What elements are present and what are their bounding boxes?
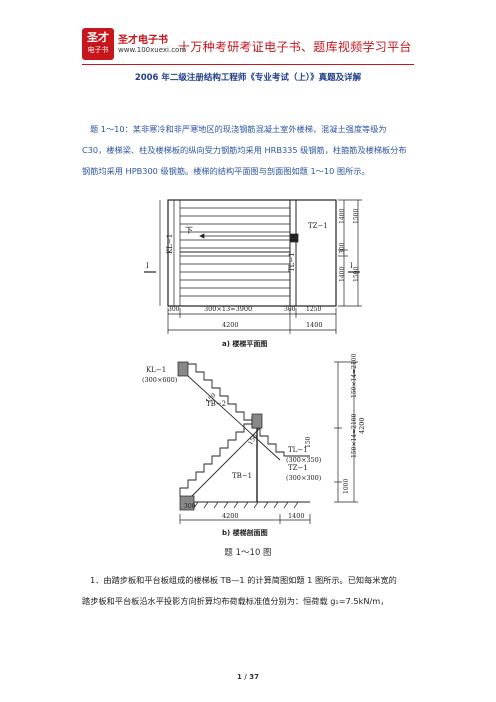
stair-plan-figure: 下 KL−1 TL−1 TZ−1 I I 300 300×13=3900 300… xyxy=(144,199,362,334)
svg-text:150: 150 xyxy=(247,433,259,447)
lower-flight xyxy=(179,416,253,496)
plan-down-label: 下 xyxy=(185,226,193,235)
tz-column xyxy=(289,233,299,243)
svg-text:150×14=2100: 150×14=2100 xyxy=(351,413,358,458)
brand-name: 圣才电子书 xyxy=(118,35,168,46)
tb2-label: TB−2 xyxy=(206,400,226,408)
svg-text:(300×350): (300×350) xyxy=(286,456,322,464)
svg-text:1400: 1400 xyxy=(339,209,346,224)
question-1: 1．由踏步板和平台板组成的楼梯板 TB—1 的计算简图如题 1 图所示。已知每米… xyxy=(82,575,397,606)
svg-text:4200: 4200 xyxy=(358,417,366,434)
tb1-label: TB−1 xyxy=(232,472,252,480)
svg-text:300: 300 xyxy=(284,306,296,313)
plan-outline xyxy=(167,199,337,307)
svg-text:1500: 1500 xyxy=(353,209,360,224)
stair-section-figure: KL−1 (300×600) 150 TB−2 150 TL−1 (300×35… xyxy=(142,353,366,524)
intro-line-3: 钢筋均采用 HPB300 级钢筋。楼梯的结构平面图与剖面图如题 1～10 图所示… xyxy=(82,166,370,176)
svg-text:4200: 4200 xyxy=(222,512,239,520)
intro-line-1: 题 1～10：某非寒冷和非严寒地区的现浇钢筋混凝土室外楼梯，混凝土强度等级为 xyxy=(90,124,387,134)
svg-text:1000: 1000 xyxy=(343,479,350,494)
svg-text:1400: 1400 xyxy=(288,512,305,520)
svg-text:300: 300 xyxy=(168,306,180,313)
kl-beam xyxy=(177,361,189,377)
svg-text:300: 300 xyxy=(339,242,346,254)
svg-text:1250: 1250 xyxy=(306,306,321,313)
tl-beam xyxy=(251,413,263,429)
section-mark-right: I xyxy=(350,262,353,270)
section-tz-label: TZ−1 xyxy=(288,464,308,472)
svg-text:1500: 1500 xyxy=(353,267,360,282)
site-url[interactable]: www.100xuexi.com xyxy=(118,46,187,54)
section-caption: b) 楼梯剖面图 xyxy=(222,529,268,537)
header-slogan: 十万种考研考证电子书、题库视频学习平台 xyxy=(178,40,412,54)
svg-text:150: 150 xyxy=(305,436,312,448)
upper-flight xyxy=(188,363,310,457)
plan-caption: a) 楼梯平面图 xyxy=(222,340,268,348)
svg-text:1400: 1400 xyxy=(306,321,323,329)
section-mark-left: I xyxy=(146,262,149,270)
plan-kl-label: KL−1 xyxy=(166,234,174,254)
svg-text:4200: 4200 xyxy=(222,321,239,329)
svg-text:150×14=2100: 150×14=2100 xyxy=(351,353,358,398)
plan-tz-label: TZ−1 xyxy=(308,222,328,230)
page-header: 圣才 电子书 圣才电子书 www.100xuexi.com 十万种考研考证电子书… xyxy=(0,0,496,70)
header-rule xyxy=(82,64,414,65)
plan-tl-label: TL−1 xyxy=(288,252,296,272)
section-kl-label: KL−1 xyxy=(146,366,166,374)
ground-hatch xyxy=(193,501,299,509)
footing xyxy=(179,495,195,511)
section-tl-label: TL−1 xyxy=(288,446,308,454)
intro-line-2: C30，楼梯梁、柱及楼梯板的纵向受力钢筋均采用 HRB335 级钢筋，柱箍筋及楼… xyxy=(82,145,407,155)
svg-text:300×13=3900: 300×13=3900 xyxy=(204,305,252,313)
figure-title: 题 1～10 图 xyxy=(224,548,272,558)
svg-text:(300×300): (300×300) xyxy=(286,474,322,482)
page-number: 1 / 37 xyxy=(236,673,260,681)
document-title: 2006 年二级注册结构工程师《专业考试（上）》真题及详解 xyxy=(134,73,362,83)
plan-treads xyxy=(180,207,290,297)
section-kl-size: (300×600) xyxy=(142,376,178,384)
svg-text:1400: 1400 xyxy=(339,267,346,282)
logo: 圣才 电子书 xyxy=(82,28,114,60)
svg-text:300: 300 xyxy=(184,503,196,510)
